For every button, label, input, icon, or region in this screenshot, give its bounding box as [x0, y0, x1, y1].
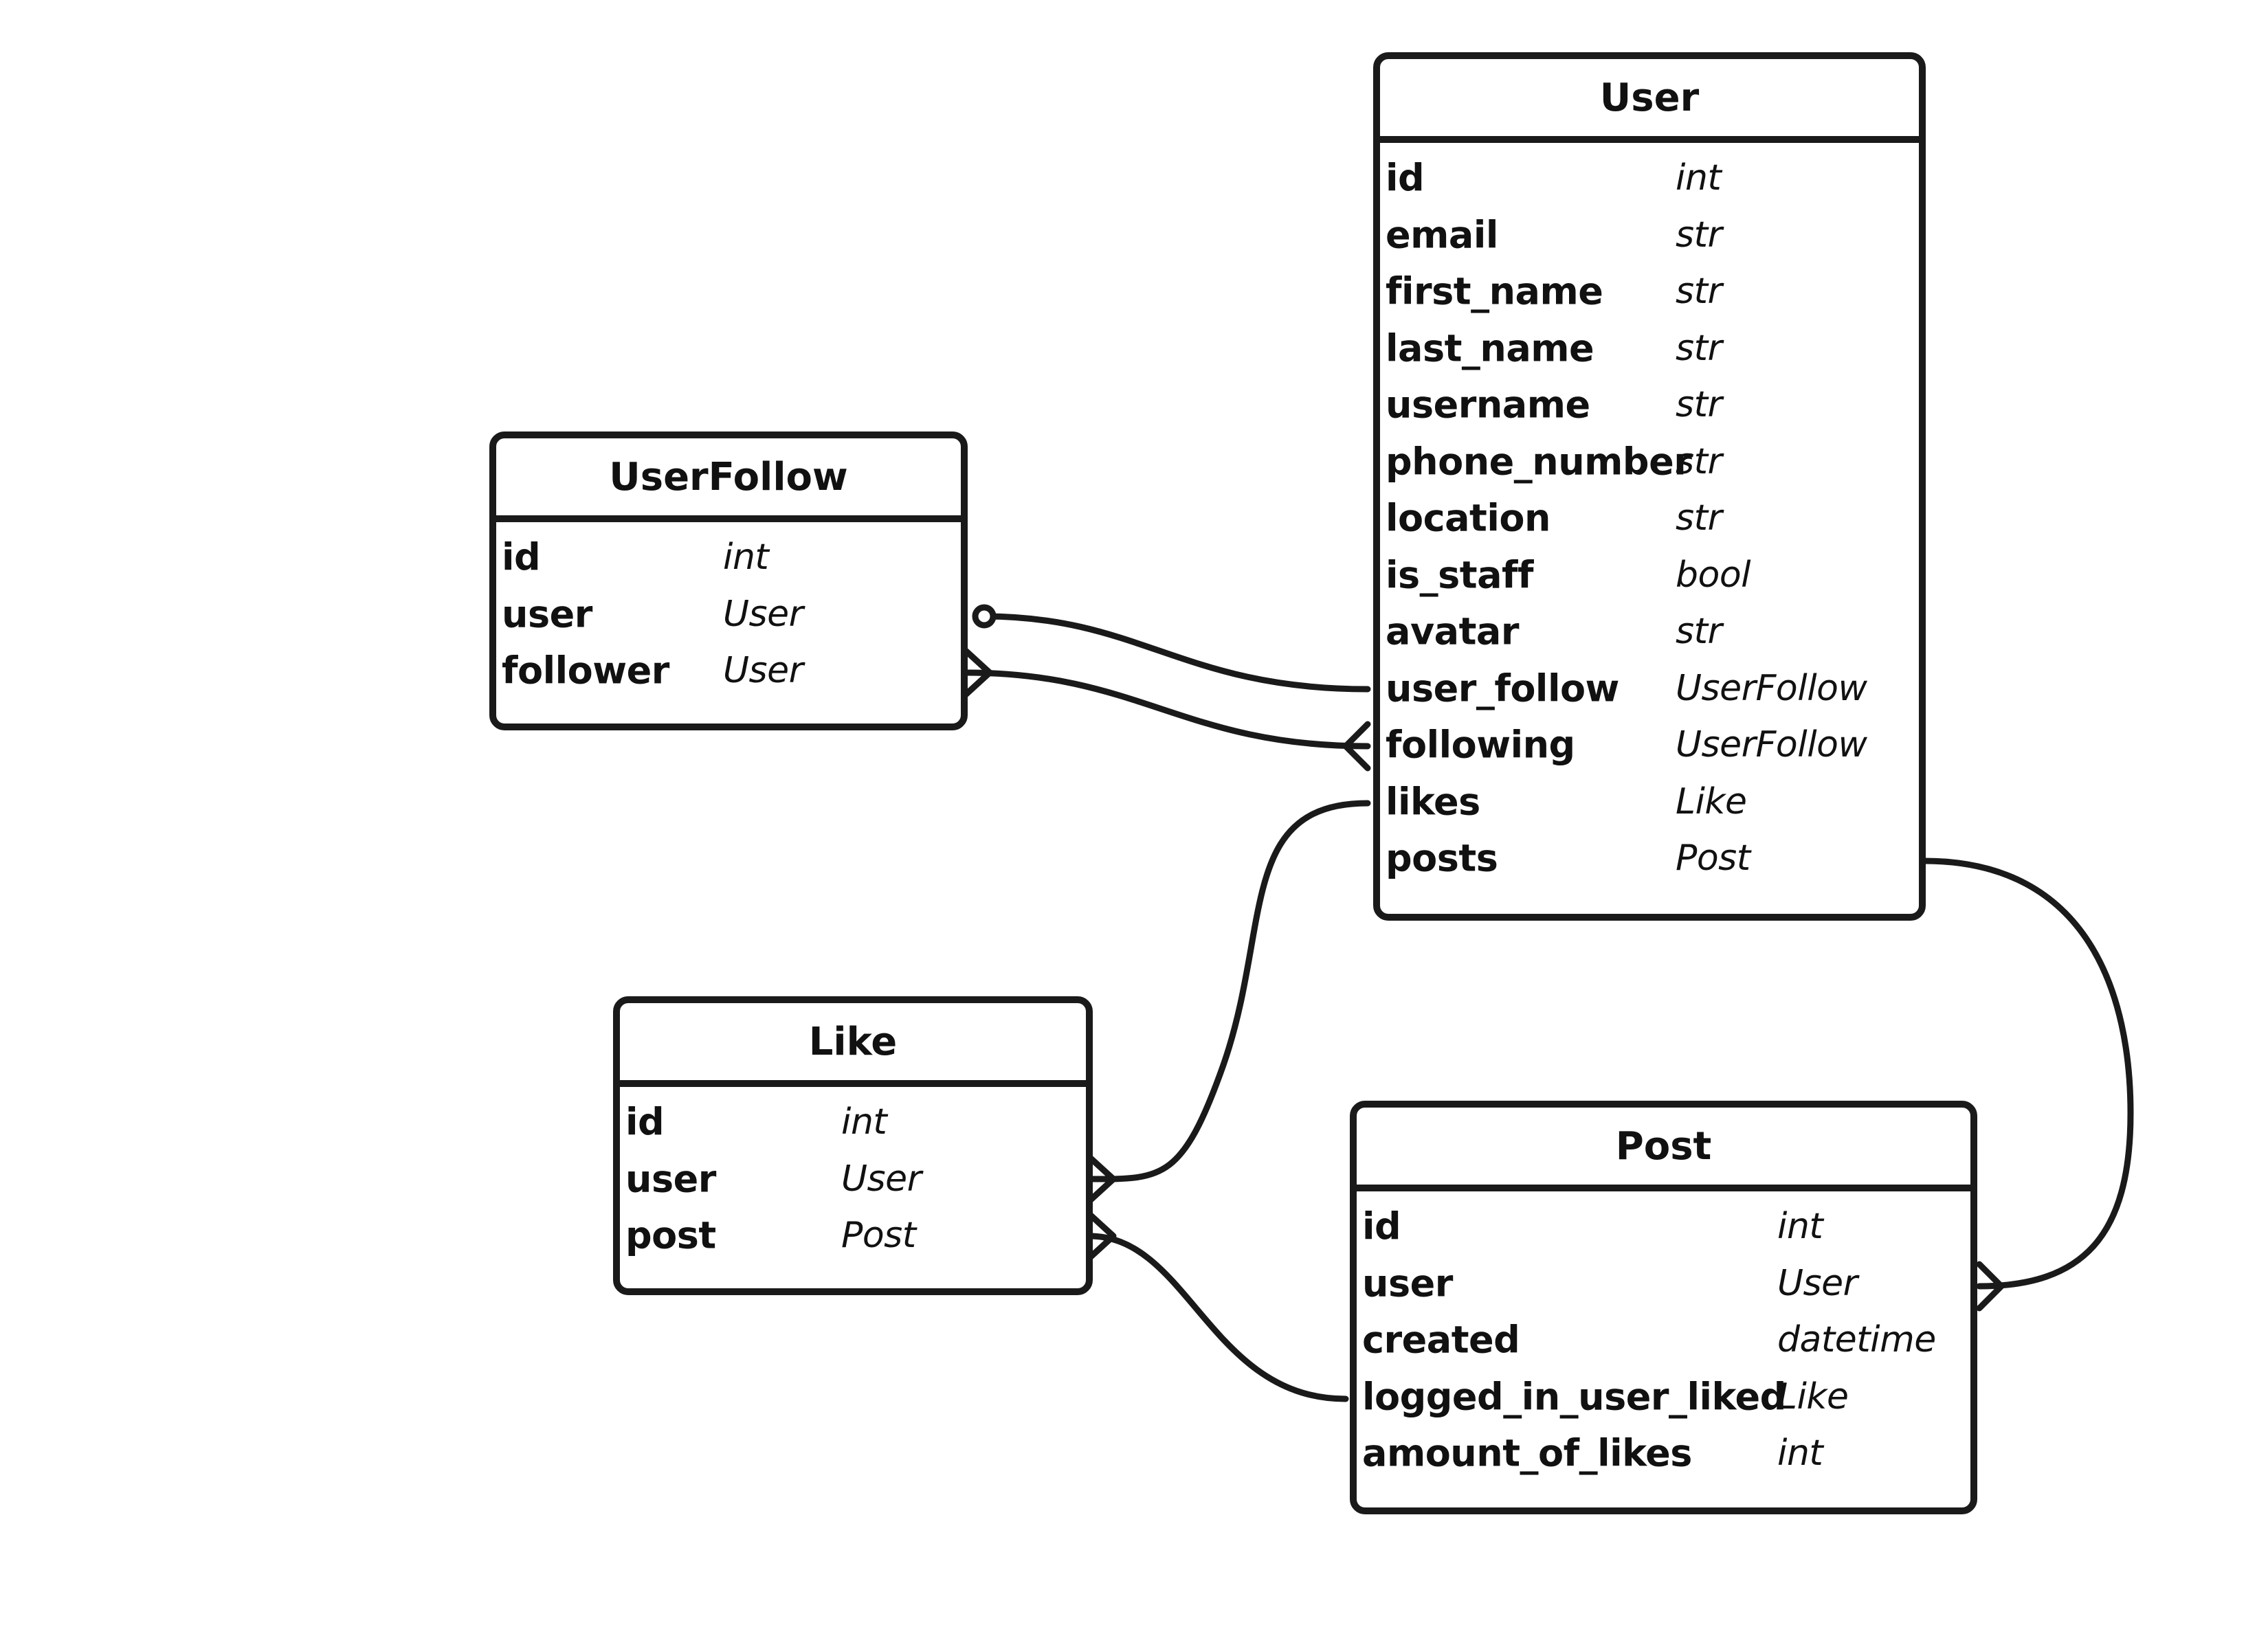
crowfoot-marker	[1086, 1154, 1117, 1204]
field-name: location	[1386, 496, 1550, 540]
field-type: str	[1676, 611, 1722, 653]
field-type: Like	[1777, 1376, 1849, 1417]
field-name: likes	[1386, 780, 1480, 824]
field-name: email	[1386, 213, 1498, 257]
entity-title: UserFollow	[496, 438, 961, 522]
field-type: str	[1676, 440, 1722, 482]
field-type: User	[723, 593, 803, 635]
field-name: id	[1386, 156, 1425, 200]
entity-title: User	[1380, 59, 1919, 143]
field-list: id int user User post Post	[620, 1087, 1086, 1264]
field-type: Like	[1676, 781, 1747, 822]
relationship-userfollow-follower	[962, 669, 1371, 750]
field-name: id	[1362, 1204, 1401, 1248]
field-name: follower	[502, 649, 669, 693]
field-row-user-follow[interactable]: user_follow UserFollow	[1380, 660, 1919, 717]
field-list: id int user User created datetime logged_in_us…	[1357, 1191, 1970, 1482]
field-row-username[interactable]: username str	[1380, 377, 1919, 434]
field-type: str	[1676, 271, 1722, 313]
field-name: id	[625, 1100, 665, 1144]
field-row-likes[interactable]: likes Like	[1380, 774, 1919, 831]
field-name: post	[625, 1213, 716, 1257]
field-type: User	[723, 650, 803, 692]
field-name: user	[502, 592, 592, 636]
field-row-email[interactable]: email str	[1380, 207, 1919, 264]
field-type: int	[1676, 157, 1722, 199]
relationship-userfollow-user	[981, 613, 1371, 693]
field-name: first_name	[1386, 269, 1603, 313]
field-type: int	[1777, 1433, 1823, 1474]
field-name: last_name	[1386, 326, 1594, 370]
field-name: id	[502, 535, 541, 579]
zero-marker	[972, 604, 997, 629]
field-name: user	[625, 1157, 716, 1201]
field-row-created[interactable]: created datetime	[1357, 1312, 1970, 1369]
field-type: int	[1777, 1206, 1823, 1248]
entity-title: Like	[620, 1003, 1086, 1087]
field-row-user[interactable]: user User	[1357, 1255, 1970, 1312]
field-row-last-name[interactable]: last_name str	[1380, 320, 1919, 377]
field-name: created	[1362, 1318, 1520, 1362]
field-name: following	[1386, 723, 1575, 767]
field-name: posts	[1386, 836, 1498, 880]
field-type: str	[1676, 327, 1722, 369]
field-type: User	[1777, 1262, 1858, 1304]
field-row-user[interactable]: user User	[496, 586, 961, 643]
field-type: UserFollow	[1676, 667, 1867, 709]
relationship-user-likes	[1086, 800, 1371, 1182]
field-type: datetime	[1777, 1319, 1936, 1361]
field-name: amount_of_likes	[1362, 1431, 1692, 1475]
field-row-follower[interactable]: follower User	[496, 642, 961, 699]
field-type: bool	[1676, 554, 1751, 596]
crowfoot-marker	[1976, 1261, 2005, 1312]
crowfoot-marker	[1086, 1211, 1117, 1261]
field-type: UserFollow	[1676, 724, 1867, 766]
crowfoot-marker	[962, 647, 993, 698]
field-row-first-name[interactable]: first_name str	[1380, 263, 1919, 320]
field-name: username	[1386, 383, 1590, 427]
field-row-post[interactable]: post Post	[620, 1207, 1086, 1264]
field-row-user[interactable]: user User	[620, 1151, 1086, 1208]
field-name: avatar	[1386, 609, 1519, 653]
field-name: user_follow	[1386, 666, 1619, 710]
field-row-id[interactable]: id int	[620, 1094, 1086, 1151]
relationship-user-posts	[1921, 857, 2134, 1290]
field-type: Post	[1676, 838, 1750, 879]
field-name: logged_in_user_liked	[1362, 1375, 1786, 1419]
crowfoot-marker	[1342, 721, 1371, 772]
entity-title: Post	[1357, 1108, 1970, 1191]
field-row-amount-of-likes[interactable]: amount_of_likes int	[1357, 1425, 1970, 1482]
field-row-is-staff[interactable]: is_staff bool	[1380, 547, 1919, 604]
entity-like[interactable]: Like id int user User post Post	[613, 996, 1093, 1295]
field-row-id[interactable]: id int	[1380, 150, 1919, 207]
field-type: int	[841, 1101, 887, 1143]
field-type: Post	[841, 1215, 916, 1257]
field-row-id[interactable]: id int	[496, 529, 961, 586]
entity-post[interactable]: Post id int user User created datetime logged_…	[1350, 1101, 1977, 1514]
field-row-posts[interactable]: posts Post	[1380, 830, 1919, 887]
field-name: user	[1362, 1261, 1453, 1305]
field-row-following[interactable]: following UserFollow	[1380, 717, 1919, 774]
field-name: is_staff	[1386, 553, 1534, 597]
field-row-location[interactable]: location str	[1380, 490, 1919, 547]
field-type: User	[841, 1158, 922, 1200]
field-name: phone_number	[1386, 440, 1692, 484]
field-type: str	[1676, 384, 1722, 426]
field-row-avatar[interactable]: avatar str	[1380, 603, 1919, 660]
relationship-like-post	[1086, 1233, 1349, 1402]
field-type: int	[723, 537, 769, 579]
field-type: str	[1676, 214, 1722, 256]
field-row-id[interactable]: id int	[1357, 1198, 1970, 1255]
field-type: str	[1676, 497, 1722, 539]
